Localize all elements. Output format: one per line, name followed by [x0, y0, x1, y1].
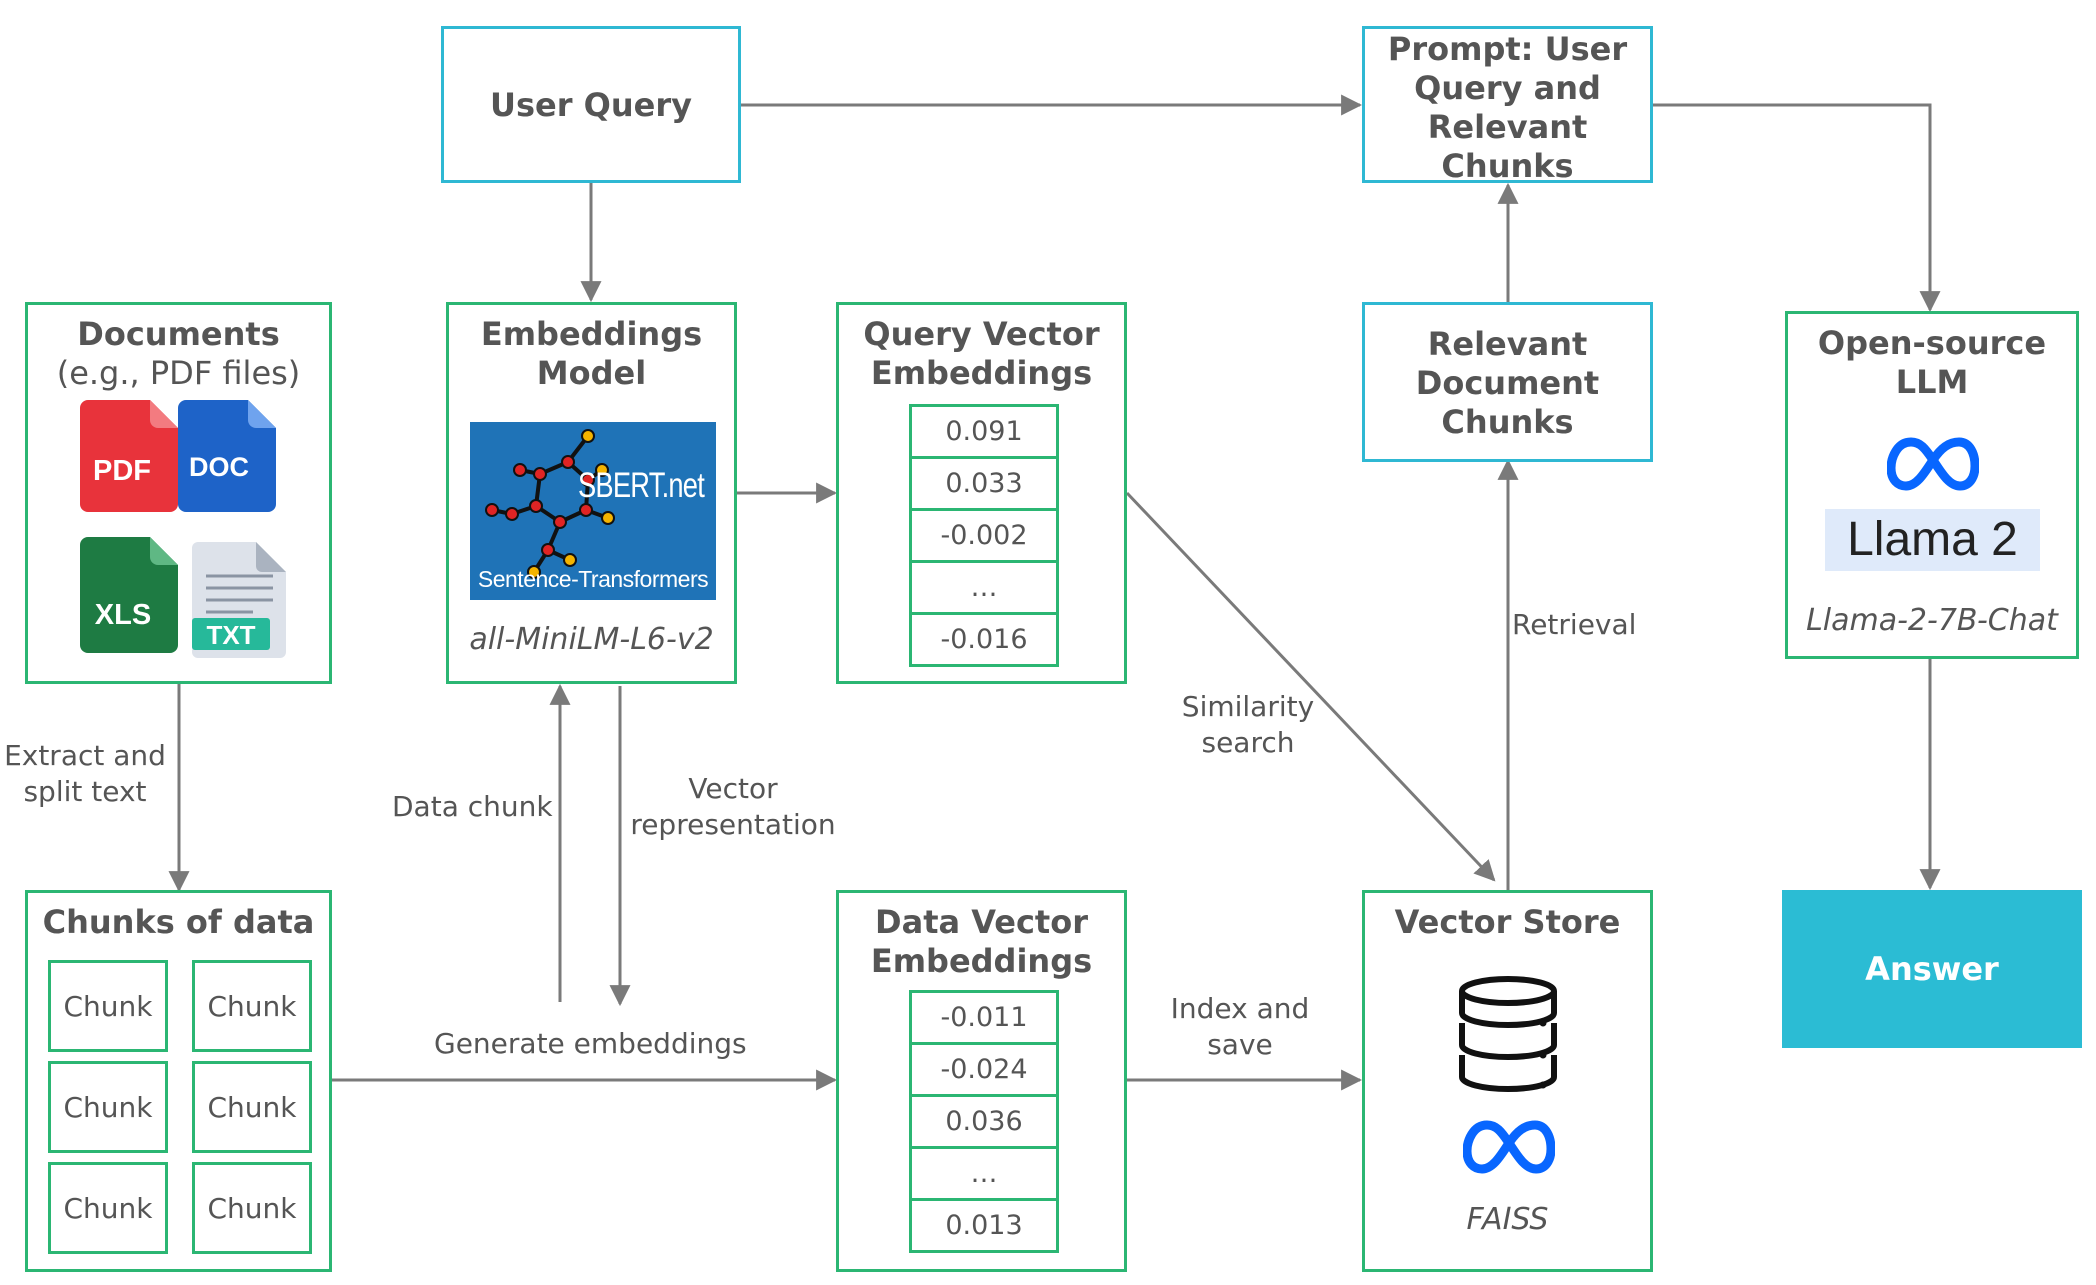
- extract-label-line: Extract and: [4, 739, 166, 772]
- query-vector-cell: -0.002: [909, 508, 1059, 563]
- documents-box: Documents (e.g., PDF files) PDF DOC XLS: [25, 302, 332, 684]
- similarity-search-label: Similarity search: [1175, 689, 1321, 761]
- pdf-file-icon: PDF: [80, 400, 178, 512]
- query-vector-title: Query Vector Embeddings: [839, 315, 1124, 393]
- query-vector-cell: 0.033: [909, 456, 1059, 511]
- database-icon: [1459, 976, 1557, 1092]
- relevant-chunks-line: Relevant: [1427, 325, 1588, 363]
- doc-file-icon: DOC: [178, 400, 276, 512]
- vector-rep-line: representation: [630, 808, 836, 841]
- arrow-prompt-to-llm: [1650, 103, 1941, 313]
- query-vector-cell: 0.091: [909, 404, 1059, 459]
- sbert-logo-caption: Sentence-Transformers: [477, 566, 709, 592]
- documents-title: Documents (e.g., PDF files): [28, 315, 329, 393]
- xls-icon-label: XLS: [95, 599, 151, 631]
- index-save-label: Index and save: [1160, 991, 1320, 1063]
- llama-brand: Llama 2: [1825, 509, 2040, 571]
- embedding-model-name: all-MiniLM-L6-v2: [469, 622, 714, 657]
- molecule-icon: [485, 429, 615, 579]
- prompt-line: Query and: [1414, 69, 1601, 107]
- data-vector-cell: 0.013: [909, 1198, 1059, 1253]
- sbert-logo: SBERT.net Sentence-Transformers: [470, 422, 716, 600]
- data-vector-line: Data Vector: [875, 903, 1088, 941]
- similarity-line: search: [1201, 726, 1295, 759]
- vector-representation-label: Vector representation: [630, 771, 836, 843]
- vector-rep-line: Vector: [688, 772, 778, 805]
- query-vector-line: Embeddings: [870, 354, 1093, 392]
- embeddings-model-line: Embeddings: [480, 315, 703, 353]
- relevant-chunks-box: Relevant Document Chunks: [1362, 302, 1653, 462]
- relevant-chunks-line: Chunks: [1441, 403, 1574, 441]
- prompt-line: Prompt: User: [1387, 30, 1628, 68]
- retrieval-label: Retrieval: [1512, 608, 1637, 641]
- data-vector-cell: -0.011: [909, 990, 1059, 1045]
- meta-logo: [1887, 437, 1979, 491]
- embeddings-model-title: Embeddings Model: [449, 315, 734, 393]
- relevant-chunks-title: Relevant Document Chunks: [1365, 325, 1650, 442]
- llm-box: Open-source LLM Llama 2 Llama-2-7B-Chat: [1785, 311, 2079, 659]
- doc-icon-label: DOC: [189, 452, 249, 482]
- sbert-logo-text: SBERT.net: [578, 466, 705, 505]
- query-vector-box: Query Vector Embeddings 0.091 0.033 -0.0…: [836, 302, 1127, 684]
- query-vector-cell: …: [909, 560, 1059, 615]
- chunk-item: Chunk: [192, 1061, 312, 1153]
- user-query-box: User Query: [441, 26, 741, 183]
- file-icons: PDF DOC XLS: [80, 400, 286, 658]
- embeddings-model-line: Model: [536, 354, 647, 392]
- answer-box: Answer: [1782, 890, 2082, 1048]
- extract-label-line: split text: [23, 775, 147, 808]
- data-chunk-label: Data chunk: [392, 790, 553, 823]
- llm-title-line: LLM: [1895, 363, 1969, 401]
- txt-icon-label: TXT: [206, 620, 255, 650]
- prompt-line: Relevant: [1427, 108, 1588, 146]
- vector-store-tool: FAISS: [1466, 1202, 1549, 1237]
- llm-title-line: Open-source: [1817, 324, 2047, 362]
- index-save-line: save: [1207, 1028, 1273, 1061]
- vector-store-box: Vector Store FAISS: [1362, 890, 1653, 1272]
- documents-title-text: Documents: [77, 315, 280, 353]
- llm-title: Open-source LLM: [1788, 324, 2076, 402]
- query-vector-line: Query Vector: [863, 315, 1100, 353]
- chunks-of-data-box: Chunks of data Chunk Chunk Chunk Chunk C…: [25, 890, 332, 1272]
- data-vector-cell: -0.024: [909, 1042, 1059, 1097]
- prompt-line: Chunks: [1441, 147, 1574, 185]
- relevant-chunks-line: Document: [1415, 364, 1600, 402]
- vector-store-title: Vector Store: [1394, 903, 1621, 941]
- pdf-icon-label: PDF: [93, 455, 151, 487]
- data-vector-title: Data Vector Embeddings: [839, 903, 1124, 981]
- chunk-item: Chunk: [192, 960, 312, 1052]
- user-query-title: User Query: [490, 86, 692, 124]
- query-vector-cell: -0.016: [909, 612, 1059, 667]
- generate-embeddings-label: Generate embeddings: [434, 1027, 747, 1060]
- llm-model-name: Llama-2-7B-Chat: [1806, 603, 2058, 638]
- index-save-line: Index and: [1170, 992, 1310, 1025]
- prompt-title: Prompt: User Query and Relevant Chunks: [1365, 30, 1650, 186]
- txt-file-icon: TXT: [192, 542, 286, 658]
- documents-subtitle: (e.g., PDF files): [56, 354, 301, 392]
- chunk-item: Chunk: [48, 960, 168, 1052]
- chunk-item: Chunk: [48, 1162, 168, 1254]
- chunk-item: Chunk: [48, 1061, 168, 1153]
- prompt-box: Prompt: User Query and Relevant Chunks: [1362, 26, 1653, 186]
- data-vector-cell: …: [909, 1146, 1059, 1201]
- embeddings-model-box: Embeddings Model: [446, 302, 737, 684]
- extract-split-label: Extract and split text: [0, 738, 170, 810]
- similarity-line: Similarity: [1181, 690, 1315, 723]
- meta-logo: [1463, 1120, 1555, 1174]
- chunk-item: Chunk: [192, 1162, 312, 1254]
- data-vector-cell: 0.036: [909, 1094, 1059, 1149]
- arrow-queryvec-to-store: [1125, 491, 1496, 882]
- chunks-of-data-title: Chunks of data: [42, 903, 315, 941]
- data-vector-line: Embeddings: [870, 942, 1093, 980]
- xls-file-icon: XLS: [80, 537, 178, 653]
- data-vector-box: Data Vector Embeddings -0.011 -0.024 0.0…: [836, 890, 1127, 1272]
